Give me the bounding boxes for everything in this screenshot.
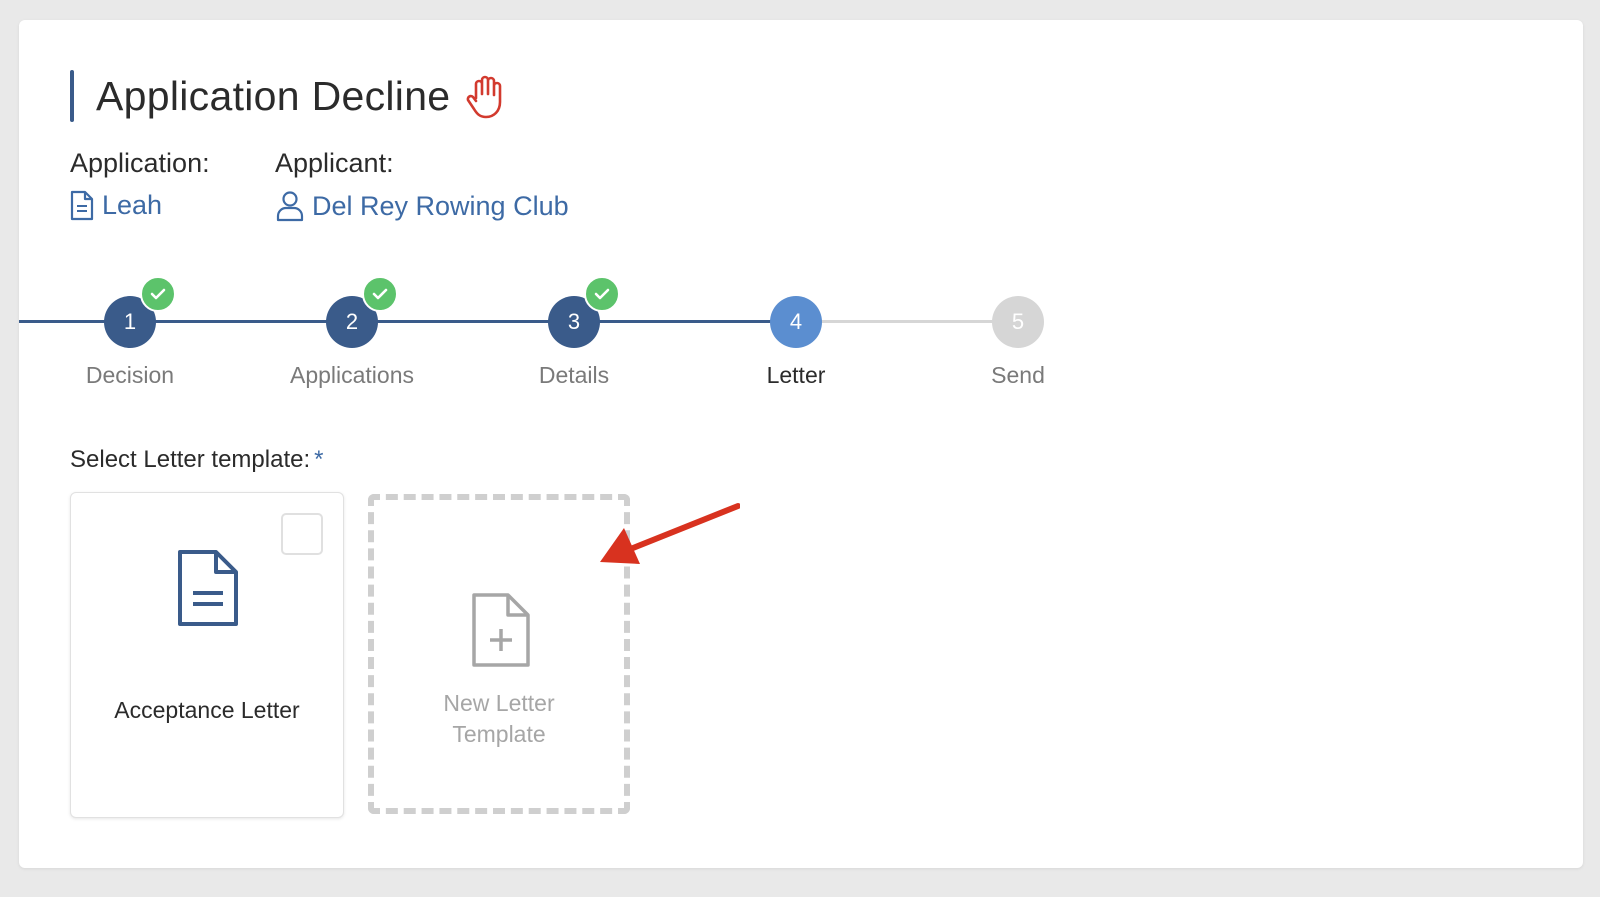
step-4-label[interactable]: Letter [766,362,826,388]
document-plus-icon [472,593,530,667]
step-3-check-icon [584,276,620,312]
applicant-label: Applicant: [275,148,394,178]
new-template-label-line2: Template [452,721,546,747]
stepper-progress-line [19,320,799,323]
template-checkbox[interactable] [281,513,323,555]
page-title: Application Decline [96,72,451,119]
application-link[interactable]: Leah [70,190,162,221]
step-5-circle[interactable]: 5 [992,296,1044,348]
template-card-acceptance-letter[interactable]: Acceptance Letter [70,492,344,818]
annotation-arrow-icon [600,503,740,564]
new-template-label-line1: New Letter [443,690,555,716]
new-template-label: New Letter Template [374,688,624,750]
required-mark: * [314,446,324,473]
step-1-circle[interactable]: 1 [104,296,156,348]
page-header: Application Decline [70,70,508,122]
new-letter-template-button[interactable]: New Letter Template [368,494,630,814]
document-icon [70,190,94,221]
hand-stop-icon [467,75,502,119]
step-3-label[interactable]: Details [538,362,610,388]
template-select-label-text: Select Letter template: [70,446,311,473]
step-5-label[interactable]: Send [991,362,1045,388]
applicant-link[interactable]: Del Rey Rowing Club [276,190,569,222]
application-label: Application: [70,148,210,178]
application-link-text: Leah [102,190,163,220]
stepper-remaining-line [799,320,1021,323]
template-name: Acceptance Letter [114,697,300,723]
step-2-label[interactable]: Applications [289,362,415,388]
step-1-check-icon [140,276,176,312]
user-icon [276,191,304,222]
step-4-circle[interactable]: 4 [770,296,822,348]
title-accent-bar [70,70,74,122]
document-icon [178,550,238,626]
applicant-link-text: Del Rey Rowing Club [312,190,569,221]
step-2-check-icon [362,276,398,312]
step-1-label[interactable]: Decision [85,362,175,388]
template-select-label: Select Letter template:* [70,446,323,474]
